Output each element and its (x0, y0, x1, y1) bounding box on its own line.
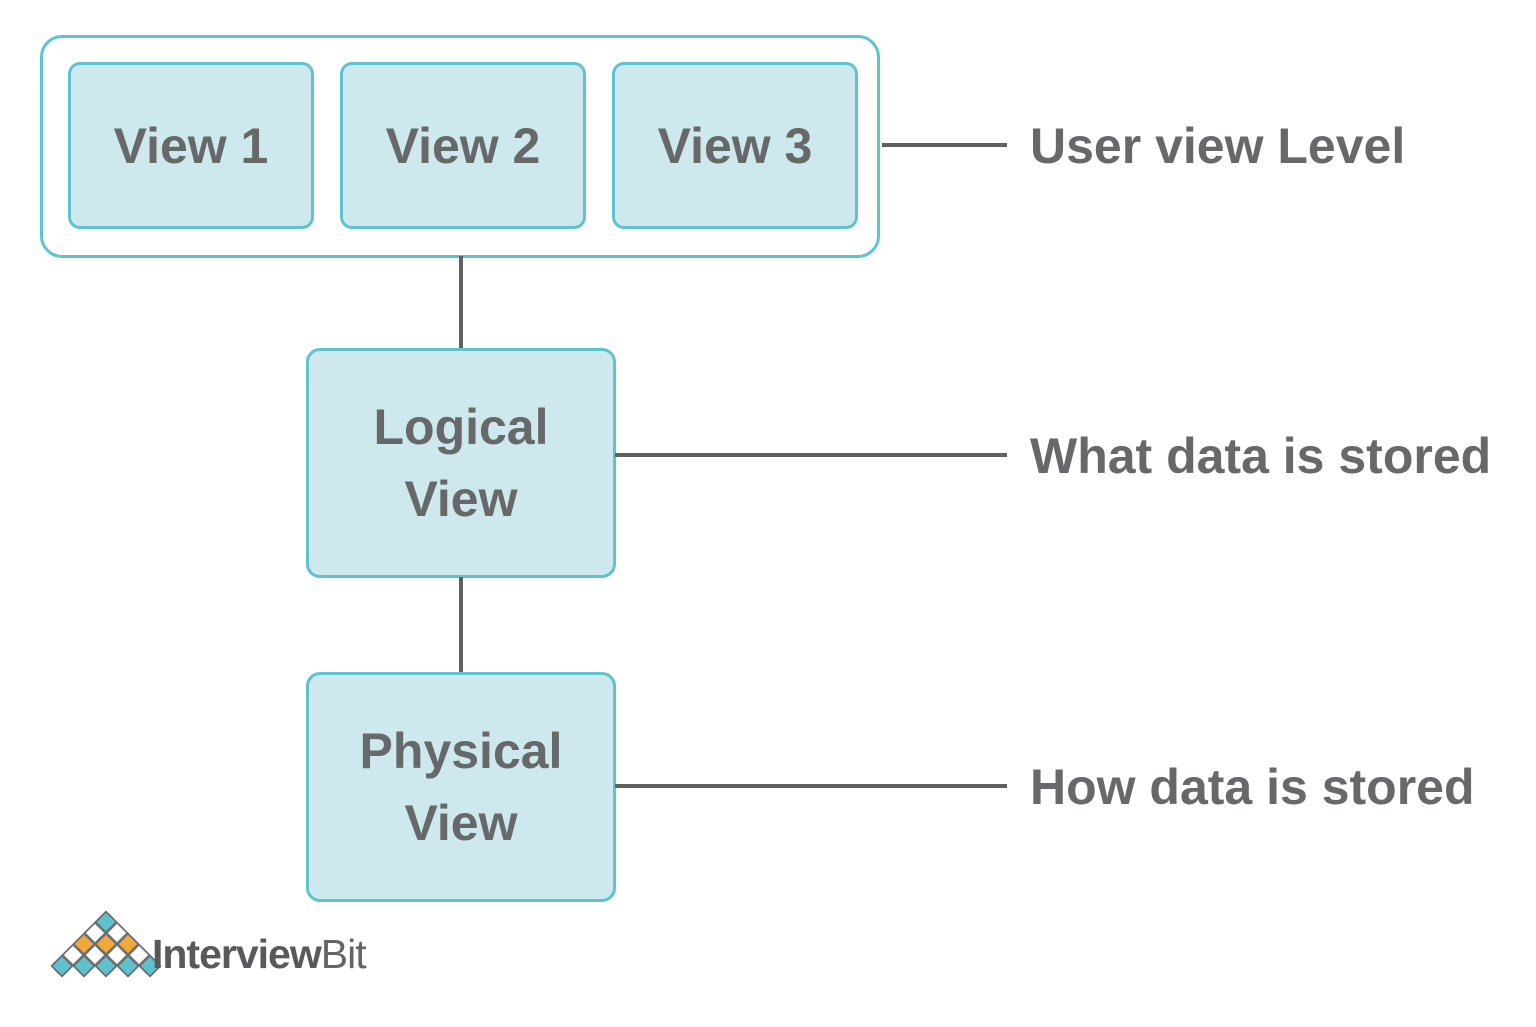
interviewbit-logo (50, 910, 162, 978)
wordmark-interview: Interview (152, 931, 322, 977)
interviewbit-wordmark: InterviewBit (152, 931, 367, 977)
logical-view-box: Logical View (306, 348, 616, 578)
connector-logical-to-physical (459, 577, 463, 673)
physical-view-box: Physical View (306, 672, 616, 902)
view-2-label: View 2 (385, 117, 541, 174)
connector-group-to-logical (459, 256, 463, 350)
logical-annotation: What data is stored (1030, 428, 1492, 484)
wordmark-bit: Bit (320, 931, 367, 977)
view-3-label: View 3 (657, 117, 813, 174)
view-1-box: View 1 (68, 62, 314, 229)
connector-physical (615, 784, 1007, 788)
user-view-group: View 1 View 2 View 3 (40, 35, 880, 258)
logical-view-label: Logical View (373, 398, 549, 528)
view-1-label: View 1 (113, 117, 269, 174)
connector-user-view (882, 143, 1007, 147)
interviewbit-pyramid-icon (50, 910, 162, 978)
physical-view-label: Physical View (359, 722, 563, 852)
view-2-box: View 2 (340, 62, 586, 229)
connector-logical (615, 453, 1007, 457)
view-3-box: View 3 (612, 62, 858, 229)
physical-annotation: How data is stored (1030, 759, 1475, 815)
user-view-annotation: User view Level (1030, 118, 1406, 174)
